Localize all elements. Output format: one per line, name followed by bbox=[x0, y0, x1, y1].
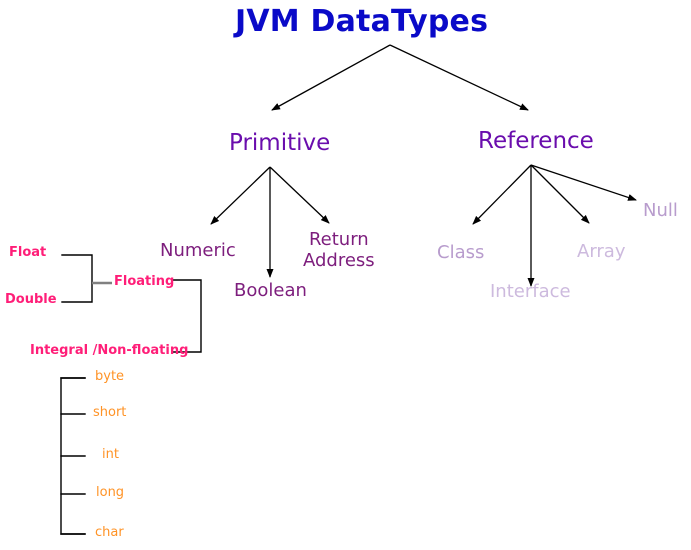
node-numeric[interactable]: Numeric bbox=[160, 240, 236, 261]
node-array[interactable]: Array bbox=[577, 241, 626, 262]
node-class[interactable]: Class bbox=[437, 242, 485, 263]
node-char[interactable]: char bbox=[95, 525, 124, 540]
node-integral-non-floating[interactable]: Integral /Non-floating bbox=[30, 343, 189, 358]
edge-root-to-reference bbox=[389, 44, 529, 111]
bracket-numeric-groups bbox=[171, 279, 202, 353]
node-return-address-line2: Address bbox=[303, 250, 375, 272]
edge-primitive-to-numeric bbox=[210, 166, 271, 225]
node-floating[interactable]: Floating bbox=[114, 274, 175, 289]
node-return-address[interactable]: Return Address bbox=[303, 229, 375, 271]
edge-primitive-to-return-address bbox=[269, 166, 330, 224]
node-double[interactable]: Double bbox=[5, 292, 57, 307]
node-null[interactable]: Null bbox=[643, 200, 678, 221]
node-return-address-line1: Return bbox=[308, 229, 369, 250]
edge-reference-to-null bbox=[530, 164, 637, 201]
edge-reference-to-class bbox=[472, 164, 532, 225]
bracket-integral-types bbox=[60, 377, 86, 535]
node-long[interactable]: long bbox=[96, 485, 125, 500]
node-byte[interactable]: byte bbox=[95, 369, 125, 384]
node-interface[interactable]: Interface bbox=[490, 281, 571, 302]
edge-reference-to-array bbox=[530, 164, 590, 224]
node-boolean[interactable]: Boolean bbox=[234, 280, 307, 301]
diagram-title: JVM DataTypes bbox=[235, 4, 489, 39]
node-float[interactable]: Float bbox=[9, 245, 47, 260]
bracket-floating-types bbox=[61, 254, 93, 303]
node-reference[interactable]: Reference bbox=[478, 128, 594, 154]
edge-root-to-primitive bbox=[271, 44, 391, 111]
node-primitive[interactable]: Primitive bbox=[229, 130, 331, 156]
node-short[interactable]: short bbox=[93, 405, 127, 420]
node-int[interactable]: int bbox=[102, 447, 119, 462]
